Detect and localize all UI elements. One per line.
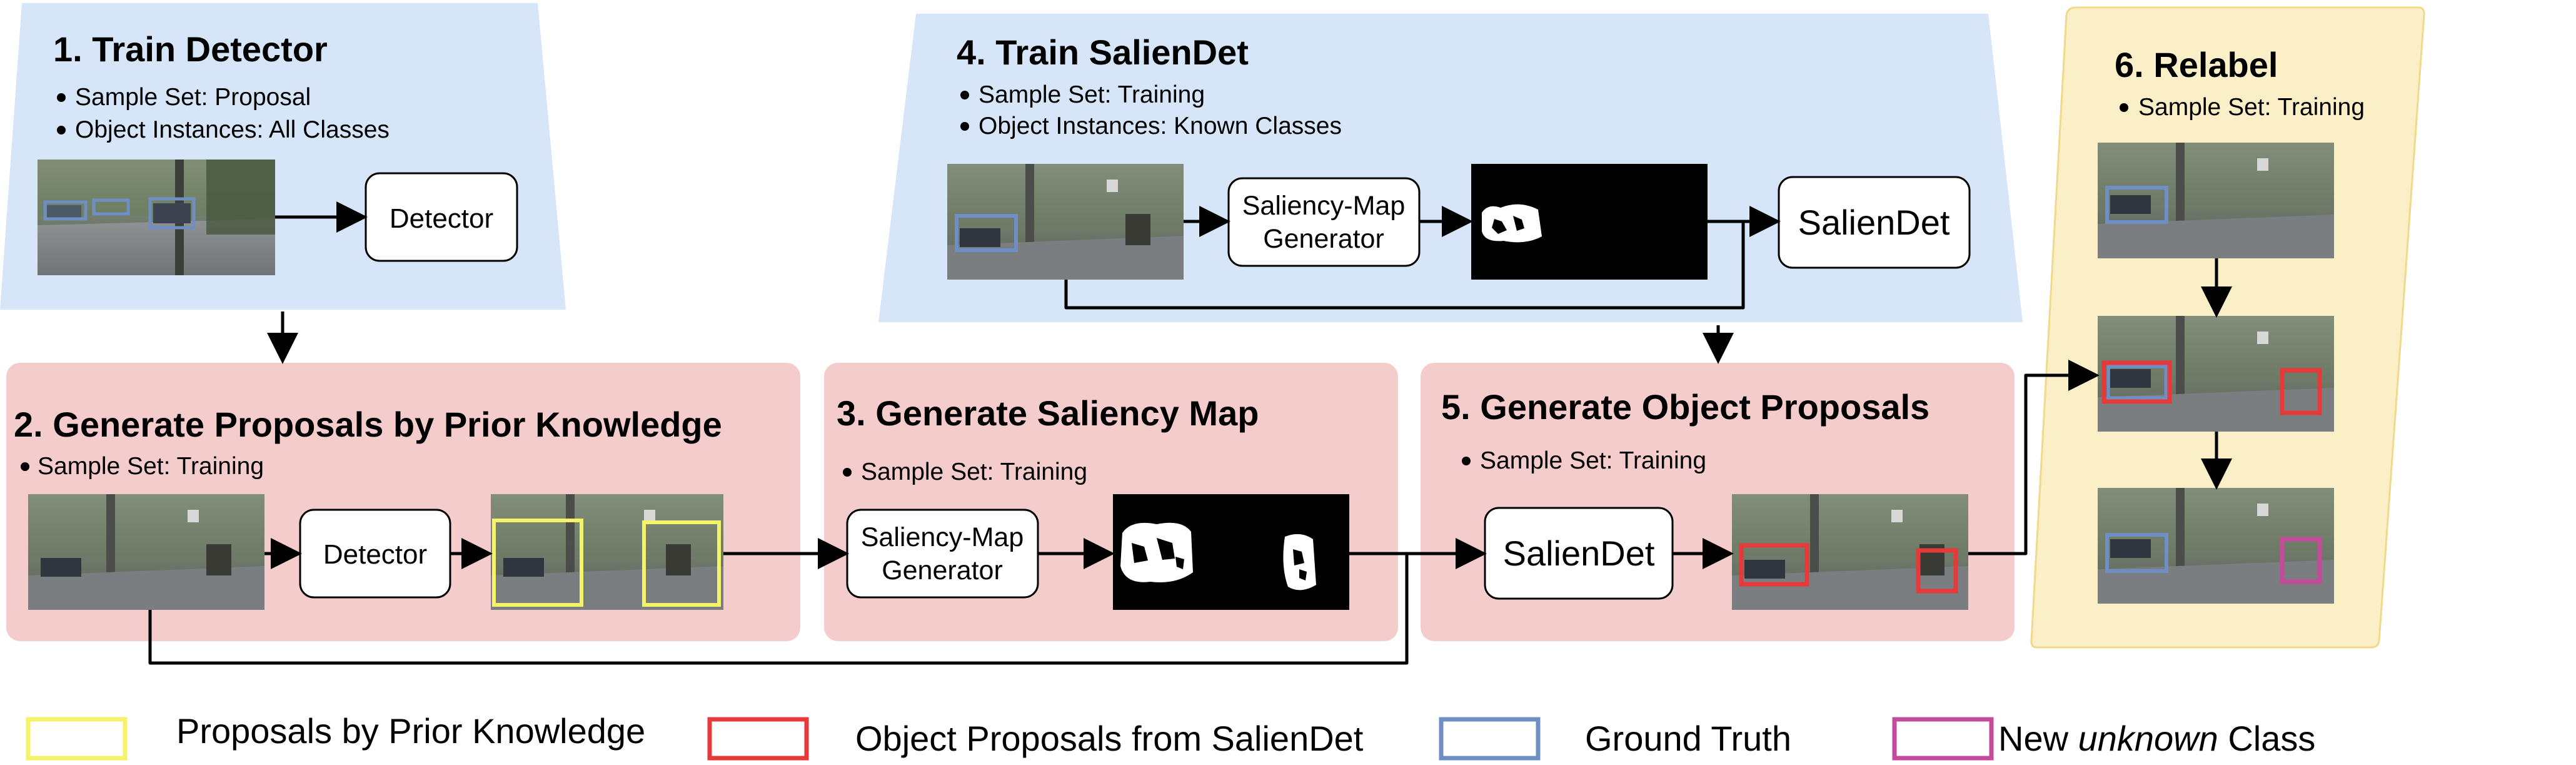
detector-label-step1: Detector [390, 203, 493, 234]
street-photo-step6-middle [2098, 316, 2334, 432]
step4-title: 4. Train SalienDet [957, 33, 1249, 72]
legend-swatch-ground-truth [1439, 717, 1541, 761]
saliendet-label-step4: SalienDet [1798, 203, 1950, 242]
bullet-dot [960, 122, 969, 131]
saliency-map-step4 [1471, 164, 1708, 280]
legend-swatch-prior-knowledge [26, 717, 128, 761]
step6-bullet-1: Sample Set: Training [2138, 94, 2365, 121]
saliency-generator-label-1-step4: Saliency-Map [1242, 191, 1406, 221]
step4-bullet-1: Sample Set: Training [979, 81, 1205, 108]
legend-label-unknown-em: unknown [2078, 719, 2218, 758]
step3-title: 3. Generate Saliency Map [837, 393, 1259, 433]
bullet-dot [21, 462, 29, 471]
legend-label-unknown: New unknown Class [1998, 719, 2315, 758]
step2-title: 2. Generate Proposals by Prior Knowledge [14, 405, 722, 444]
step1-bullet-1: Sample Set: Proposal [75, 84, 311, 111]
flow-arrows [148, 201, 2232, 665]
legend-swatch-unknown [1892, 717, 1994, 761]
street-photo-step5 [1732, 494, 1968, 610]
legend-swatch-saliendet [707, 717, 809, 761]
bullet-dot [2120, 103, 2128, 112]
legend-label-unknown-pre: New [1998, 719, 2078, 758]
detector-label-step2: Detector [323, 539, 427, 570]
street-photo-step6-bottom [2098, 488, 2334, 604]
legend-label-prior-knowledge: Proposals by Prior Knowledge [176, 711, 645, 751]
saliency-map-step3 [1113, 494, 1349, 610]
street-photo-step2 [28, 494, 264, 610]
saliendet-label-step5: SalienDet [1503, 534, 1655, 573]
street-photo-step2-proposals [491, 494, 723, 610]
saliency-generator-label-1-step3: Saliency-Map [861, 522, 1024, 552]
street-photo-step1 [38, 160, 275, 275]
step2-bullet-1: Sample Set: Training [38, 453, 264, 480]
bullet-dot [1462, 457, 1471, 465]
saliency-generator-label-2-step4: Generator [1263, 224, 1384, 254]
step5-bullet-1: Sample Set: Training [1480, 447, 1706, 474]
saliency-generator-label-2-step3: Generator [882, 555, 1003, 585]
bullet-dot [843, 468, 852, 477]
bullet-dot [57, 126, 66, 134]
step3-bullet-1: Sample Set: Training [861, 458, 1087, 485]
step5-title: 5. Generate Object Proposals [1441, 387, 1929, 427]
step1-title: 1. Train Detector [53, 29, 328, 69]
step1-bullet-2: Object Instances: All Classes [75, 116, 390, 143]
bullet-dot [960, 91, 969, 99]
step4-bullet-2: Object Instances: Known Classes [979, 113, 1342, 139]
legend-label-ground-truth: Ground Truth [1585, 719, 1791, 758]
step6-title: 6. Relabel [2115, 45, 2278, 84]
bullet-dot [57, 93, 66, 102]
street-photo-step4 [947, 164, 1184, 280]
legend-label-unknown-post: Class [2218, 719, 2316, 758]
legend-label-saliendet: Object Proposals from SalienDet [855, 719, 1364, 758]
street-photo-step6-top [2098, 143, 2334, 258]
